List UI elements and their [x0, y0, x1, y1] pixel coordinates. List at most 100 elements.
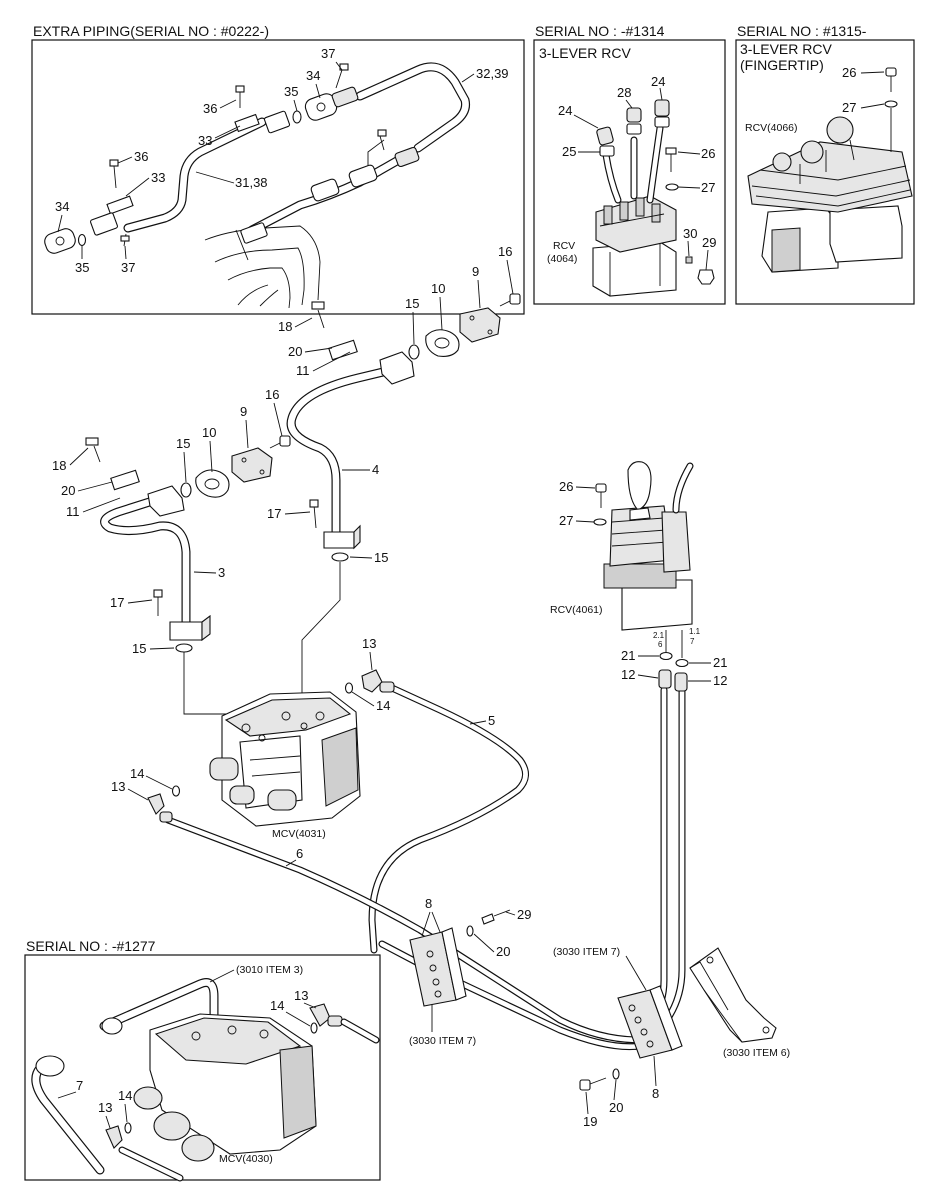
extra-piping-callouts: 37 34 35 36 33 36 33 31,38 32,39 34 35 3…	[55, 46, 509, 275]
callout: 18	[278, 319, 292, 334]
callout: 15	[374, 550, 388, 565]
rcv-1315-panel-frame	[735, 39, 915, 305]
callout: 14	[130, 766, 144, 781]
callout: 16	[498, 244, 512, 259]
port-7-label: 7	[690, 637, 695, 646]
rcv-1314-panel-title: SERIAL NO : -#1314	[535, 23, 665, 39]
rcv-1315-subtitle-line1: 3-LEVER RCV	[740, 41, 832, 57]
callout: 14	[270, 998, 284, 1013]
callout: 35	[75, 260, 89, 275]
extra-piping-drawing	[44, 62, 470, 309]
rcv-4066-label: RCV(4066)	[745, 122, 798, 134]
rcv-1315-drawing	[747, 67, 913, 273]
rcv-4061-label: RCV(4061)	[550, 604, 603, 616]
callout: 24	[558, 103, 572, 118]
rcv-1314-drawing	[592, 99, 715, 297]
ref-3010-item3: (3010 ITEM 3)	[236, 964, 303, 976]
main-callouts: 16 9 10 15 18 20 11 4 9 16 10 15 18 20 1…	[52, 244, 727, 1129]
callout: 11	[296, 363, 310, 378]
callout: 16	[265, 387, 279, 402]
callout: 37	[121, 260, 135, 275]
rcv-1315-subtitle-line2: (FINGERTIP)	[740, 57, 824, 73]
callout: 14	[118, 1088, 132, 1103]
port-6-label: 6	[658, 640, 663, 649]
rcv-1314-callouts: 24 28 24 25 26 27 30 29 RCV (4064)	[547, 74, 716, 271]
extra-piping-panel-frame	[31, 39, 525, 315]
clamps-bracket-drawing	[409, 909, 777, 1091]
callout: 15	[405, 296, 419, 311]
callout: 31,38	[235, 175, 268, 190]
extra-piping-panel-title: EXTRA PIPING(SERIAL NO : #0222-)	[33, 23, 269, 39]
callout: 9	[240, 404, 247, 419]
serial-1277-drawing	[31, 978, 380, 1182]
rcv-4064-label-line2: (4064)	[547, 253, 577, 265]
callout: 35	[284, 84, 298, 99]
callout: 15	[176, 436, 190, 451]
callout: 5	[488, 713, 495, 728]
main-pipes-drawing	[85, 293, 521, 715]
serial-1277-panel-title: SERIAL NO : -#1277	[26, 938, 156, 954]
callout: 27	[842, 100, 856, 115]
callout: 12	[621, 667, 635, 682]
callout: 13	[98, 1100, 112, 1115]
callout: 8	[652, 1086, 659, 1101]
callout: 30	[683, 226, 697, 241]
rcv-1314-panel-frame	[533, 39, 726, 305]
callout: 26	[701, 146, 715, 161]
callout: 13	[294, 988, 308, 1003]
rcv-1315-callouts: 26 27 RCV(4066)	[745, 65, 885, 134]
callout: 21	[621, 648, 635, 663]
ref-3030-item7-b: (3030 ITEM 7)	[553, 946, 620, 958]
callout: 36	[134, 149, 148, 164]
callout: 33	[151, 170, 165, 185]
callout: 13	[111, 779, 125, 794]
serial-1277-callouts: (3010 ITEM 3) 13 14 7 14 13 MCV(4030)	[57, 964, 317, 1165]
mcv-4031-drawing	[209, 691, 361, 827]
mcv-4031-label: MCV(4031)	[272, 828, 326, 840]
callout: 15	[132, 641, 146, 656]
callout: 20	[609, 1100, 623, 1115]
rcv-1314-subtitle: 3-LEVER RCV	[539, 45, 631, 61]
callout: 3	[218, 565, 225, 580]
port-1-1-label: 1.1	[689, 627, 701, 636]
port-2-1-label: 2.1	[653, 631, 665, 640]
callout: 34	[306, 68, 320, 83]
callout: 25	[562, 144, 576, 159]
callout: 18	[52, 458, 66, 473]
callout: 28	[617, 85, 631, 100]
callout: 13	[362, 636, 376, 651]
ref-3030-item7-a: (3030 ITEM 7)	[409, 1035, 476, 1047]
callout: 20	[61, 483, 75, 498]
callout: 29	[702, 235, 716, 250]
callout: 19	[583, 1114, 597, 1129]
callout: 26	[559, 479, 573, 494]
ref-3030-item6: (3030 ITEM 6)	[723, 1047, 790, 1059]
rcv-4064-label-line1: RCV	[553, 240, 575, 252]
callout: 9	[472, 264, 479, 279]
callout: 27	[559, 513, 573, 528]
callout: 7	[76, 1078, 83, 1093]
callout: 11	[66, 504, 80, 519]
callout: 6	[296, 846, 303, 861]
callout: 14	[376, 698, 390, 713]
callout: 12	[713, 673, 727, 688]
mcv-4030-label: MCV(4030)	[219, 1153, 273, 1165]
callout: 17	[267, 506, 281, 521]
callout: 33	[198, 133, 212, 148]
callout: 32,39	[476, 66, 509, 81]
callout: 29	[517, 907, 531, 922]
callout: 27	[701, 180, 715, 195]
callout: 17	[110, 595, 124, 610]
callout: 20	[496, 944, 510, 959]
callout: 37	[321, 46, 335, 61]
callout: 36	[203, 101, 217, 116]
callout: 24	[651, 74, 665, 89]
main-hoses-drawing	[147, 669, 686, 1051]
callout: 21	[713, 655, 727, 670]
callout: 10	[431, 281, 445, 296]
callout: 10	[202, 425, 216, 440]
callout: 8	[425, 896, 432, 911]
rcv-1315-panel-title: SERIAL NO : #1315-	[737, 23, 867, 39]
rcv-4061-drawing	[593, 461, 694, 692]
